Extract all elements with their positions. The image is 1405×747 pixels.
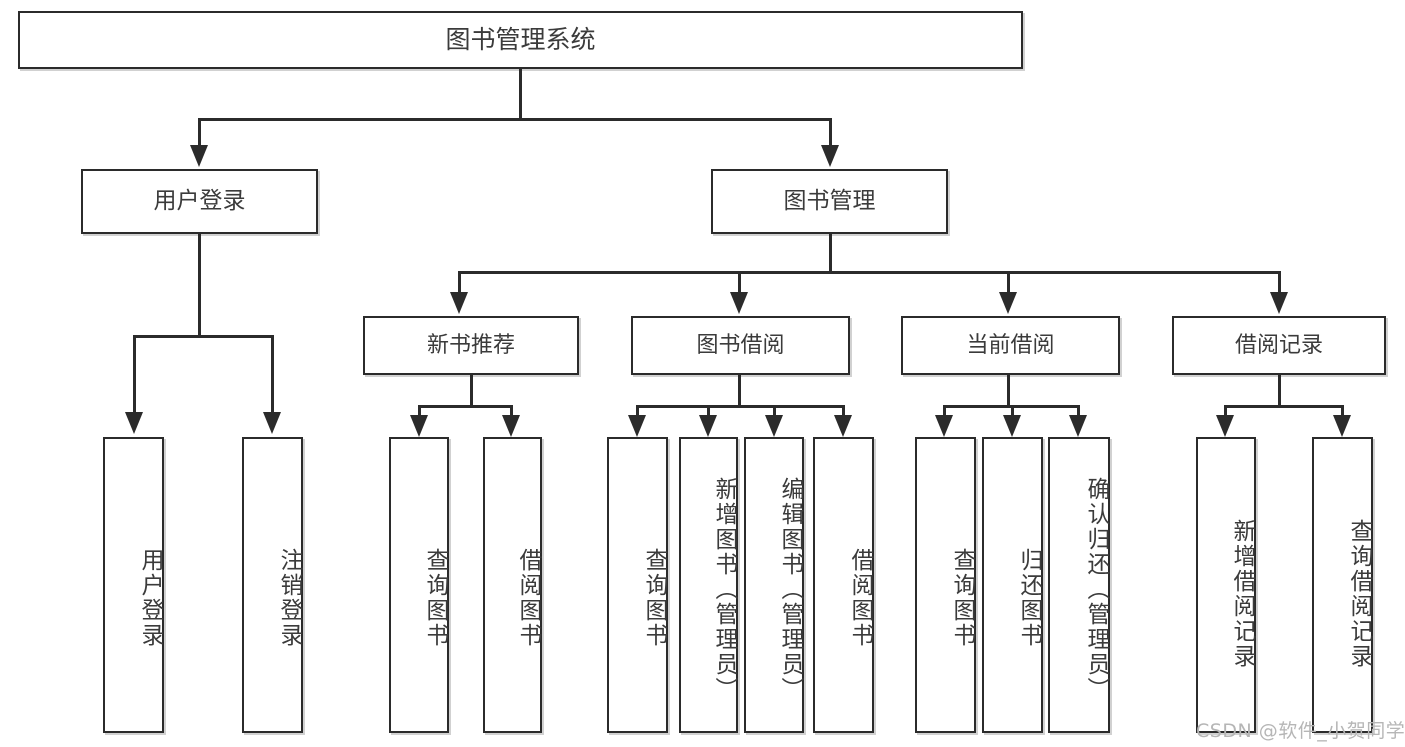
arrowhead-leaf-borrow-book-1 bbox=[502, 415, 520, 437]
arrowhead-leaf-return-book bbox=[1003, 415, 1021, 437]
connector-new-book-recommend-stem bbox=[470, 375, 473, 406]
node-user-login-label: 用户登录 bbox=[153, 188, 246, 215]
connector-root-to-user-login bbox=[198, 118, 201, 148]
node-leaf-add-book[interactable]: 新增图书（管理员） bbox=[679, 437, 738, 733]
node-book-borrow[interactable]: 图书借阅 bbox=[631, 316, 850, 375]
node-leaf-add-record-label: 新增借阅记录 bbox=[1229, 519, 1255, 669]
node-leaf-query-book-1-label: 查询图书 bbox=[422, 548, 448, 648]
connector-to-leaf-query-book-3 bbox=[943, 405, 946, 420]
connector-user-login-bus bbox=[133, 335, 273, 338]
arrowhead-leaf-user-login bbox=[125, 412, 143, 434]
node-book-borrow-label: 图书借阅 bbox=[696, 332, 785, 358]
connector-borrow-record-stem bbox=[1278, 375, 1281, 406]
connector-user-login-stem bbox=[198, 234, 201, 335]
arrowhead-leaf-borrow-book-2 bbox=[834, 415, 852, 437]
connector-to-leaf-confirm-return bbox=[1077, 405, 1080, 420]
arrowhead-new-book-recommend bbox=[450, 292, 468, 314]
arrowhead-leaf-confirm-return bbox=[1069, 415, 1087, 437]
connector-to-book-borrow bbox=[738, 271, 741, 295]
node-new-book-recommend[interactable]: 新书推荐 bbox=[363, 316, 579, 375]
node-leaf-borrow-book-1-label: 借阅图书 bbox=[515, 548, 541, 648]
node-leaf-borrow-book-2[interactable]: 借阅图书 bbox=[813, 437, 874, 733]
node-borrow-record[interactable]: 借阅记录 bbox=[1172, 316, 1386, 375]
node-book-manage-label: 图书管理 bbox=[783, 188, 876, 215]
node-leaf-user-login[interactable]: 用户登录 bbox=[103, 437, 164, 733]
connector-to-leaf-borrow-book-1 bbox=[510, 405, 513, 420]
node-leaf-query-book-2-label: 查询图书 bbox=[641, 548, 667, 648]
node-leaf-query-book-2[interactable]: 查询图书 bbox=[607, 437, 668, 733]
arrowhead-leaf-query-record bbox=[1333, 415, 1351, 437]
arrowhead-user-login bbox=[190, 145, 208, 167]
node-leaf-query-record[interactable]: 查询借阅记录 bbox=[1312, 437, 1373, 733]
arrowhead-current-borrow bbox=[999, 292, 1017, 314]
connector-to-leaf-query-book-2 bbox=[636, 405, 639, 420]
node-leaf-query-book-3[interactable]: 查询图书 bbox=[915, 437, 976, 733]
node-current-borrow[interactable]: 当前借阅 bbox=[901, 316, 1120, 375]
connector-to-leaf-user-login bbox=[133, 335, 136, 415]
connector-to-leaf-borrow-book-2 bbox=[842, 405, 845, 420]
csdn-watermark: CSDN @软件_小贺同学 bbox=[1196, 720, 1405, 742]
connector-book-manage-stem bbox=[829, 234, 832, 272]
node-leaf-add-record[interactable]: 新增借阅记录 bbox=[1196, 437, 1256, 733]
connector-to-leaf-query-record bbox=[1341, 405, 1344, 420]
connector-to-current-borrow bbox=[1007, 271, 1010, 295]
node-leaf-query-record-label: 查询借阅记录 bbox=[1346, 519, 1372, 669]
node-current-borrow-label: 当前借阅 bbox=[966, 332, 1055, 358]
node-user-login[interactable]: 用户登录 bbox=[81, 169, 318, 234]
arrowhead-leaf-edit-book bbox=[765, 415, 783, 437]
node-leaf-return-book[interactable]: 归还图书 bbox=[982, 437, 1043, 733]
arrowhead-leaf-query-book-2 bbox=[628, 415, 646, 437]
node-leaf-edit-book-label: 编辑图书（管理员） bbox=[777, 476, 803, 702]
connector-to-new-book-recommend bbox=[458, 271, 461, 295]
connector-to-leaf-logout bbox=[271, 335, 274, 415]
connector-to-leaf-return-book bbox=[1011, 405, 1014, 420]
node-root-label: 图书管理系统 bbox=[445, 25, 596, 55]
node-leaf-logout-label: 注销登录 bbox=[276, 548, 302, 648]
arrowhead-leaf-query-book-3 bbox=[935, 415, 953, 437]
arrowhead-book-manage bbox=[821, 145, 839, 167]
node-leaf-borrow-book-2-label: 借阅图书 bbox=[847, 548, 873, 648]
node-leaf-edit-book[interactable]: 编辑图书（管理员） bbox=[744, 437, 804, 733]
connector-to-leaf-add-book bbox=[707, 405, 710, 420]
node-leaf-user-login-label: 用户登录 bbox=[137, 548, 163, 648]
node-book-manage[interactable]: 图书管理 bbox=[711, 169, 948, 234]
arrowhead-leaf-query-book-1 bbox=[410, 415, 428, 437]
arrowhead-leaf-logout bbox=[263, 412, 281, 434]
connector-current-borrow-stem bbox=[1007, 375, 1010, 406]
connector-book-borrow-bus bbox=[636, 405, 844, 408]
node-leaf-query-book-1[interactable]: 查询图书 bbox=[389, 437, 449, 733]
node-new-book-recommend-label: 新书推荐 bbox=[426, 332, 515, 358]
connector-to-leaf-query-book-1 bbox=[418, 405, 421, 420]
node-leaf-logout[interactable]: 注销登录 bbox=[242, 437, 303, 733]
node-leaf-confirm-return-label: 确认归还（管理员） bbox=[1083, 476, 1109, 702]
arrowhead-leaf-add-record bbox=[1216, 415, 1234, 437]
connector-book-borrow-stem bbox=[738, 375, 741, 406]
connector-root-bus bbox=[198, 118, 832, 121]
node-leaf-return-book-label: 归还图书 bbox=[1016, 548, 1042, 648]
node-leaf-query-book-3-label: 查询图书 bbox=[949, 548, 975, 648]
connector-book-manage-bus bbox=[458, 271, 1280, 274]
arrowhead-book-borrow bbox=[730, 292, 748, 314]
connector-borrow-record-bus bbox=[1224, 405, 1343, 408]
node-leaf-add-book-label: 新增图书（管理员） bbox=[711, 476, 737, 702]
connector-to-leaf-edit-book bbox=[773, 405, 776, 420]
connector-to-leaf-add-record bbox=[1224, 405, 1227, 420]
node-borrow-record-label: 借阅记录 bbox=[1234, 332, 1323, 358]
node-leaf-borrow-book-1[interactable]: 借阅图书 bbox=[483, 437, 542, 733]
arrowhead-leaf-add-book bbox=[699, 415, 717, 437]
connector-to-borrow-record bbox=[1278, 271, 1281, 295]
node-leaf-confirm-return[interactable]: 确认归还（管理员） bbox=[1048, 437, 1110, 733]
node-root[interactable]: 图书管理系统 bbox=[18, 11, 1023, 69]
connector-root-to-book-manage bbox=[829, 118, 832, 148]
connector-new-book-recommend-bus bbox=[418, 405, 512, 408]
arrowhead-borrow-record bbox=[1270, 292, 1288, 314]
connector-root-stem bbox=[519, 69, 522, 119]
